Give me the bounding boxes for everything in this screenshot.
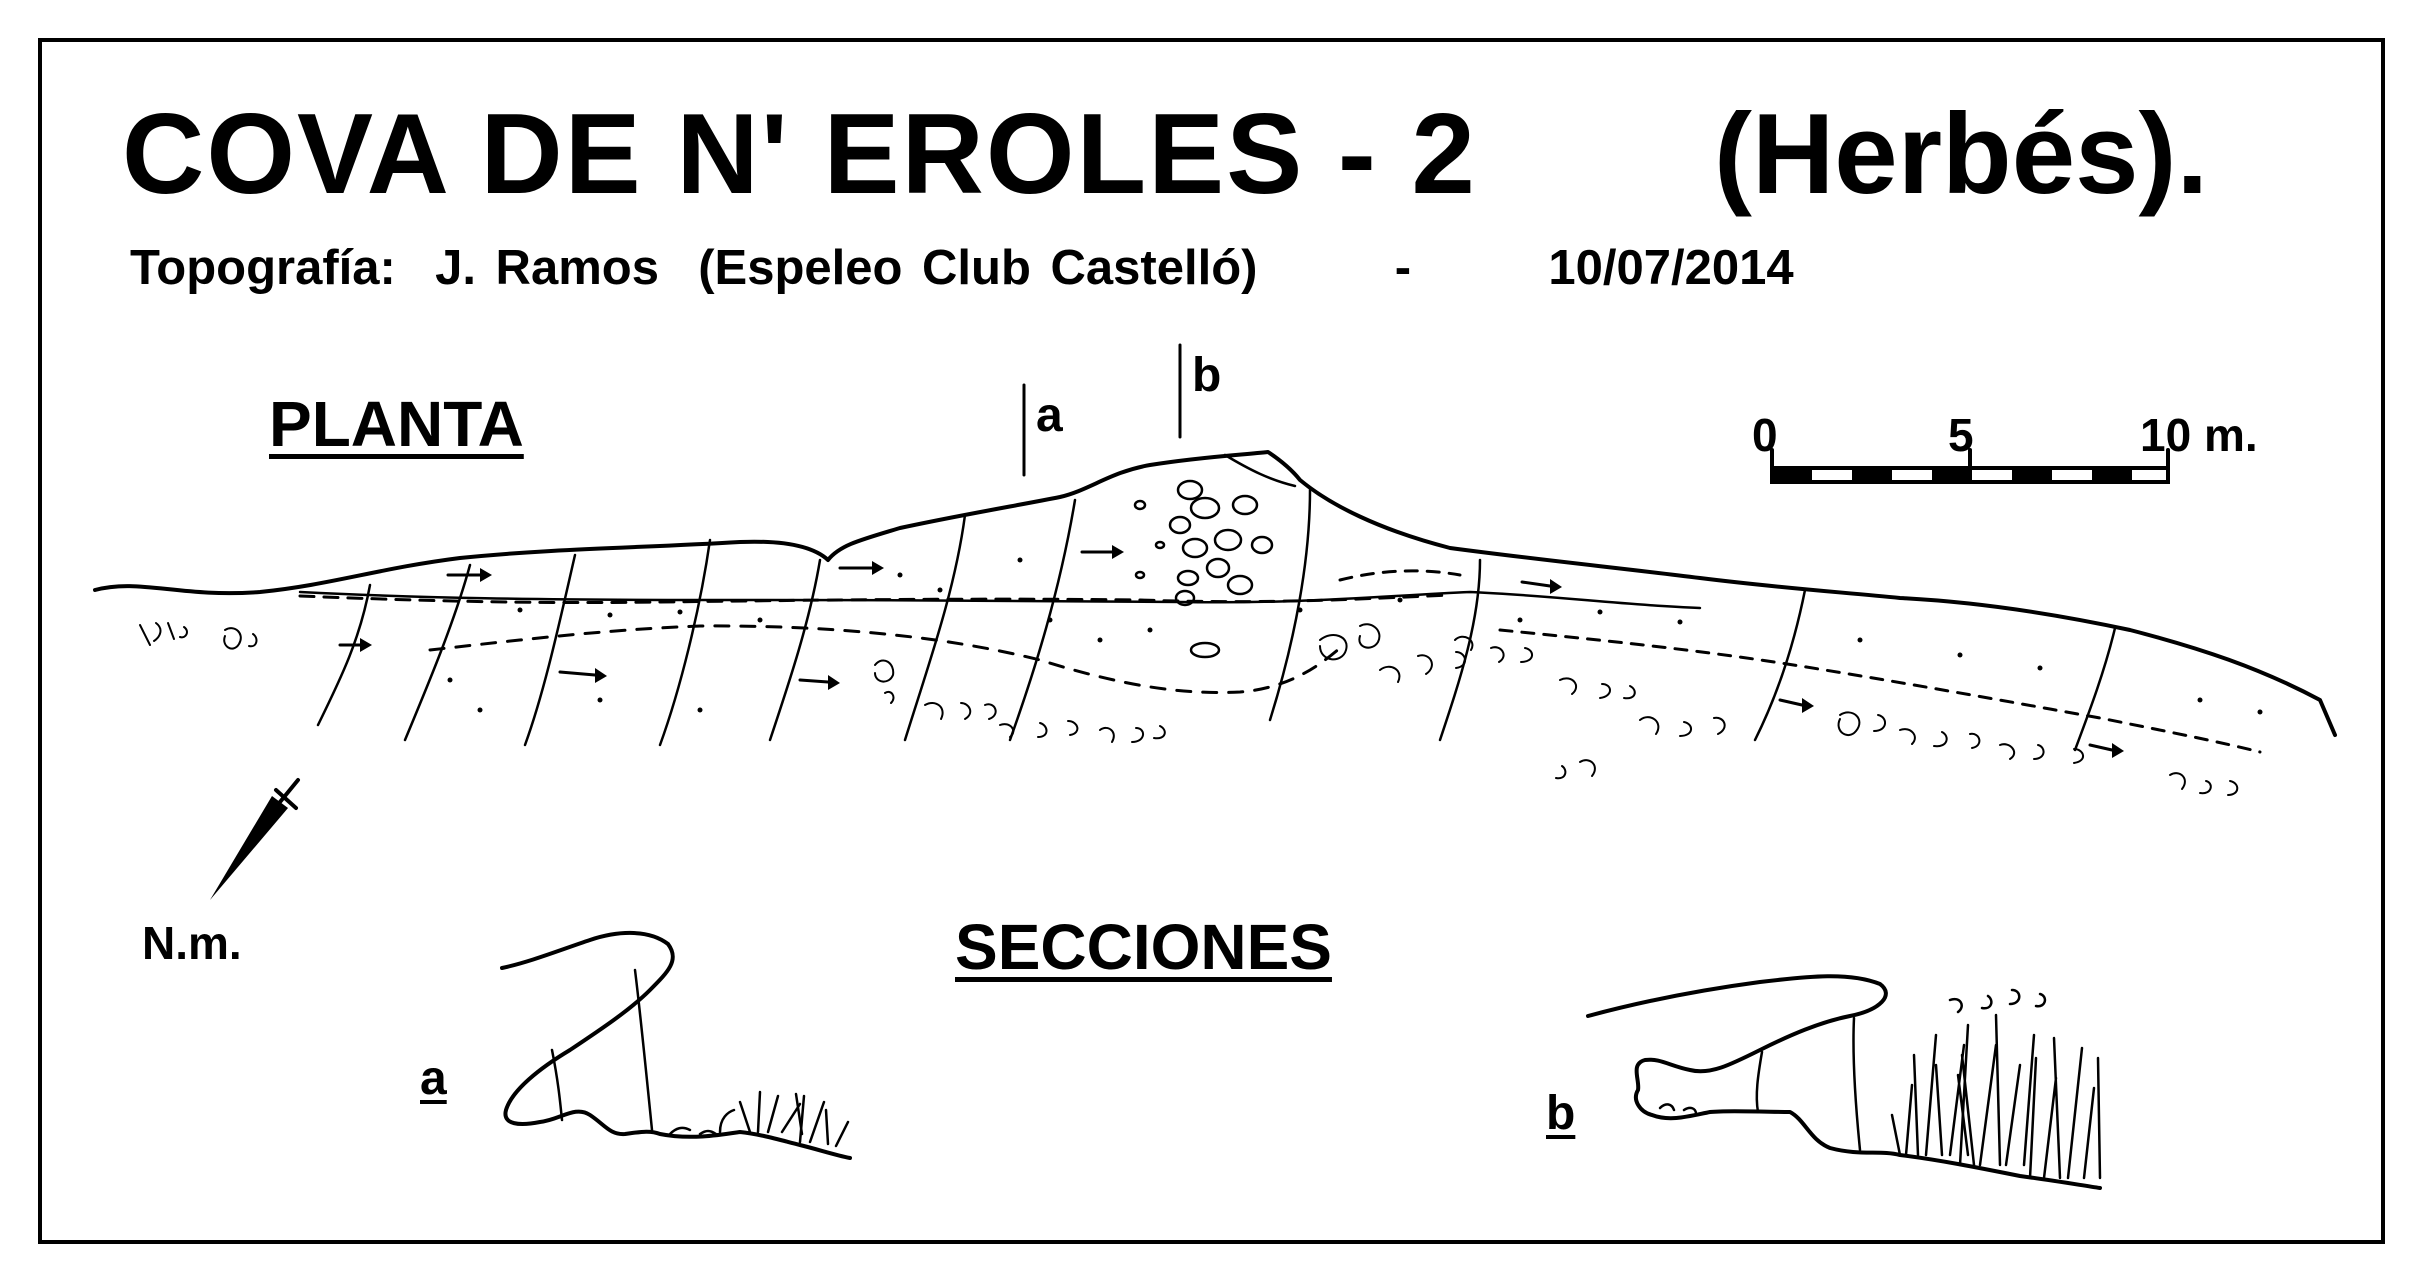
survey-club: (Espeleo Club Castelló)	[698, 241, 1258, 295]
plan-ledge-2	[428, 624, 1342, 695]
plan-rubble-texture	[139, 622, 2239, 796]
map-frame	[38, 38, 2385, 1244]
section-b-profile	[1586, 974, 2102, 1190]
plan-ledge-3	[1498, 628, 2262, 754]
survey-author: J. Ramos	[435, 241, 659, 295]
plan-boulders	[1133, 479, 1274, 659]
scale-tick-10: 10 m.	[2140, 409, 2258, 461]
plan-marker-b: b	[1192, 349, 1222, 402]
plan-marker-a: a	[1036, 389, 1063, 442]
sections-heading: SECCIONES	[955, 911, 1332, 983]
north-label: N.m.	[142, 917, 242, 969]
plan-speckle	[447, 557, 2263, 715]
section-a-profile	[500, 931, 852, 1160]
north-arrow-icon	[210, 778, 300, 900]
plan-inner-line	[298, 590, 1702, 610]
plan-dome-outline	[1223, 453, 1297, 488]
section-a-vegetation	[668, 1090, 850, 1148]
plan-heading: PLANTA	[269, 388, 524, 460]
plan-radial-lines	[316, 488, 2117, 752]
section-label-b: b	[1546, 1087, 1576, 1140]
plan-ledge-4	[1338, 569, 1462, 582]
cave-location: (Herbés).	[1714, 91, 2209, 218]
survey-credits: Topografía: J. Ramos (Espeleo Club Caste…	[130, 244, 1794, 293]
survey-date: 10/07/2014	[1548, 241, 1794, 295]
topography-label: Topografía:	[130, 241, 396, 295]
credits-separator: -	[1394, 241, 1412, 295]
section-label-a: a	[420, 1052, 447, 1105]
section-b-vegetation	[1658, 988, 2102, 1180]
plan-ledge-1	[298, 593, 1452, 605]
scale-bar	[1770, 448, 2170, 484]
cave-title: COVA DE N' EROLES - 2	[122, 91, 1477, 218]
plan-flow-arrows	[338, 545, 2124, 758]
plan-outer-wall	[93, 450, 2337, 737]
